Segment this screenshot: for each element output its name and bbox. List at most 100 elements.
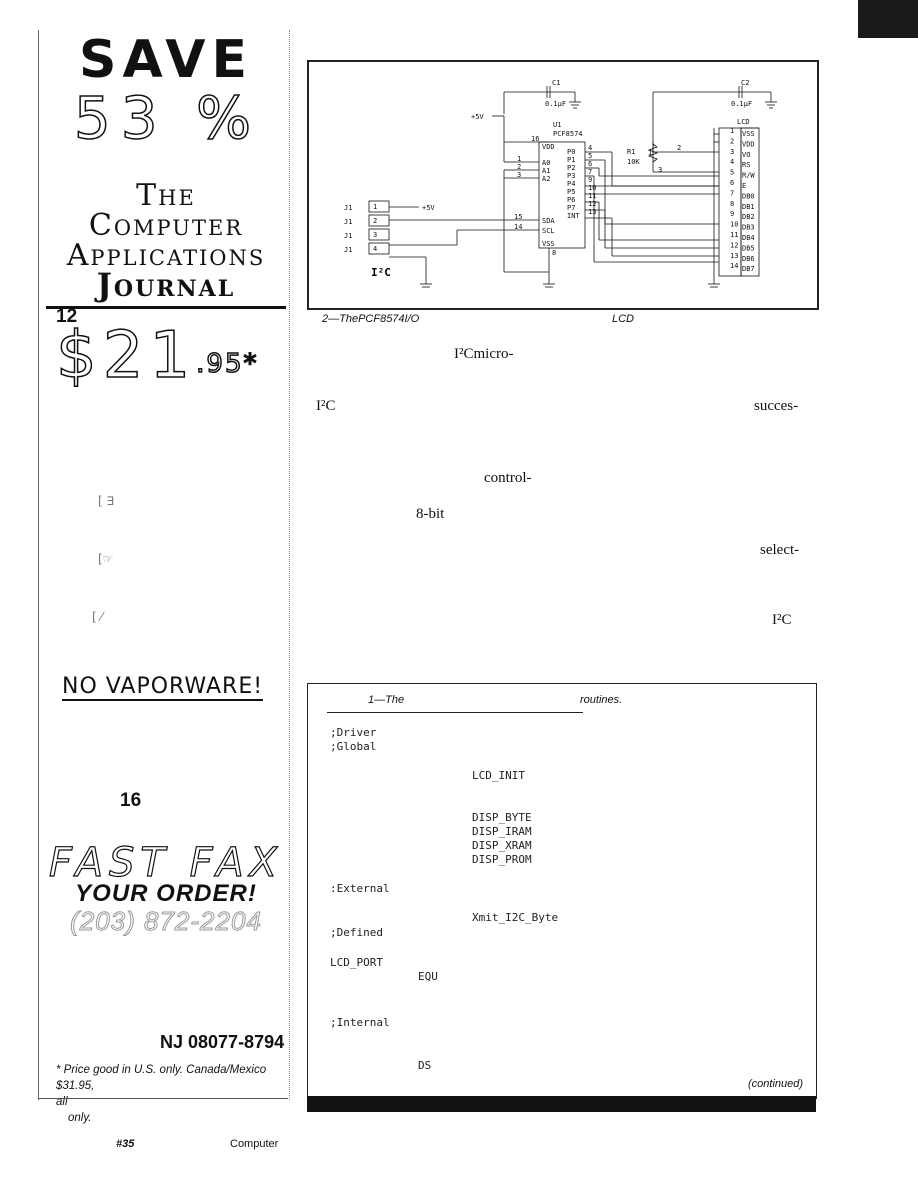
chip-pin-name: A2 — [542, 175, 550, 183]
chip-pin-name: P3 — [567, 172, 575, 180]
lcd-pin-labels: 1234567891011121314VSSVDDVORSR/WEDB0DB1D… — [730, 127, 755, 273]
ad-journal-line4: Journal — [46, 266, 286, 309]
lcd-pin-number: 12 — [730, 241, 738, 249]
code-line: EQU — [418, 970, 438, 983]
listing-title: routines. — [580, 694, 623, 706]
lcd-pin-name: DB2 — [742, 213, 755, 221]
chip-pin-number: 12 — [588, 200, 596, 208]
schematic-label: 1 — [648, 149, 652, 157]
schematic-label: J1 — [344, 232, 352, 240]
ad-footnote: * Price good in U.S. only. Canada/Mexico… — [56, 1062, 286, 1126]
chip-pin-name: P4 — [567, 180, 575, 188]
lcd-pin-number: 9 — [730, 210, 734, 218]
lcd-pin-number: 7 — [730, 189, 734, 197]
ad-phone-number: (203) 872-2204 — [70, 906, 262, 937]
code-line: ;Driver — [330, 726, 377, 739]
body-text-fragment: succes- — [754, 398, 799, 414]
chip-pin-name: A1 — [542, 167, 550, 175]
ad-bullet-icon: [ ∃ — [98, 494, 115, 508]
lcd-pin-number: 6 — [730, 179, 734, 187]
ad-percent: 53 % — [73, 84, 262, 152]
ad-price-cents: .95* — [195, 348, 259, 380]
chip-pin-number: 2 — [517, 163, 521, 171]
chip-pin-name: SCL — [542, 227, 555, 235]
schematic-label: 3 — [658, 166, 662, 174]
listing-bottom-bar — [307, 1096, 816, 1112]
lcd-pin-name: DB1 — [742, 203, 755, 211]
code-line: DS — [418, 1059, 432, 1072]
ad-price-dollars: $21 — [55, 319, 197, 393]
lcd-pin-name: DB4 — [742, 234, 755, 242]
ad-footnote-line: only. — [68, 1112, 92, 1124]
corner-tab — [858, 0, 918, 38]
code-line: DISP_BYTE — [472, 811, 532, 824]
schematic-figure: C1 0.1μF C2 0.1μF +5V U1 PCF8574 R1 10K … — [307, 60, 819, 310]
chip-pin-number: 13 — [588, 208, 596, 216]
lcd-pin-number: 2 — [730, 137, 734, 145]
lcd-pin-name: E — [742, 182, 746, 190]
code-line: :External — [330, 882, 390, 895]
ad-journal-line2: Computer — [88, 208, 244, 243]
chip-pin-number: 10 — [588, 184, 596, 192]
lcd-pin-number: 14 — [730, 262, 738, 270]
lcd-pin-number: 11 — [730, 231, 738, 239]
figure-caption: LCD — [612, 313, 635, 325]
schematic-label: I²C — [371, 266, 391, 279]
lcd-pin-name: VSS — [742, 130, 755, 138]
ad-bottom-rule — [38, 1098, 288, 1099]
schematic-label: 4 — [373, 245, 377, 253]
lcd-pin-name: DB0 — [742, 192, 755, 200]
chip-pin-number: 5 — [588, 152, 592, 160]
lcd-pin-number: 10 — [730, 221, 738, 229]
footer-journal: Computer — [230, 1138, 279, 1150]
chip-pin-number: 11 — [588, 192, 596, 200]
ad-zip-code: NJ 08077-8794 — [160, 1032, 285, 1052]
ad-journal-line3: Applications — [66, 238, 266, 273]
code-line: Xmit_I2C_Byte — [472, 911, 559, 924]
chip-pin-name: VSS — [542, 240, 555, 248]
chip-pin-name: A0 — [542, 159, 550, 167]
ad-fast-fax: FAST FAX — [48, 839, 283, 886]
schematic-label: C2 — [741, 79, 749, 87]
code-line: DISP_IRAM — [472, 825, 532, 838]
chip-pin-number: 6 — [588, 160, 592, 168]
code-line: ;Defined — [330, 926, 383, 939]
schematic-label: LCD — [737, 118, 750, 126]
code-line: ;Global — [330, 740, 377, 753]
schematic-label: R1 — [627, 148, 635, 156]
ad-bullet-icon: [ ⁄ — [92, 610, 103, 624]
schematic-label: 2 — [373, 217, 377, 225]
ad-bullet-icon: [☞ — [98, 552, 114, 566]
ad-your-order: YOUR ORDER! — [75, 880, 257, 907]
schematic-label: 0.1μF — [731, 100, 752, 108]
schematic-label: C1 — [552, 79, 560, 87]
chip-pin-name: P7 — [567, 204, 575, 212]
lcd-pin-name: VO — [742, 151, 750, 159]
ad-footnote-line: all — [56, 1096, 68, 1108]
code-line: DISP_PROM — [472, 853, 532, 866]
schematic-label: J1 — [344, 246, 352, 254]
chip-pin-number: 15 — [514, 213, 522, 221]
schematic-label: +5V — [422, 204, 435, 212]
lcd-pin-number: 8 — [730, 200, 734, 208]
body-text-fragment: control- — [484, 470, 532, 486]
lcd-pin-number: 5 — [730, 169, 734, 177]
schematic-label: 1 — [373, 203, 377, 211]
chip-pin-name: P0 — [567, 148, 575, 156]
body-text-fragment: I²C — [316, 398, 336, 414]
schematic-label: U1 — [553, 121, 561, 129]
code-line: DISP_XRAM — [472, 839, 532, 852]
lcd-pin-number: 1 — [730, 127, 734, 135]
lcd-pin-name: VDD — [742, 140, 755, 148]
chip-pin-number: 16 — [531, 135, 539, 143]
chip-pin-name: INT — [567, 212, 580, 220]
schematic-label: +5V — [471, 113, 484, 121]
chip-pin-number: 7 — [588, 168, 592, 176]
chip-pin-number: 3 — [517, 171, 521, 179]
lcd-pin-number: 3 — [730, 148, 734, 156]
schematic-label: 10K — [627, 158, 640, 166]
ad-issue-count: 12 — [56, 306, 78, 327]
body-text-fragment: 8-bit — [416, 506, 445, 522]
